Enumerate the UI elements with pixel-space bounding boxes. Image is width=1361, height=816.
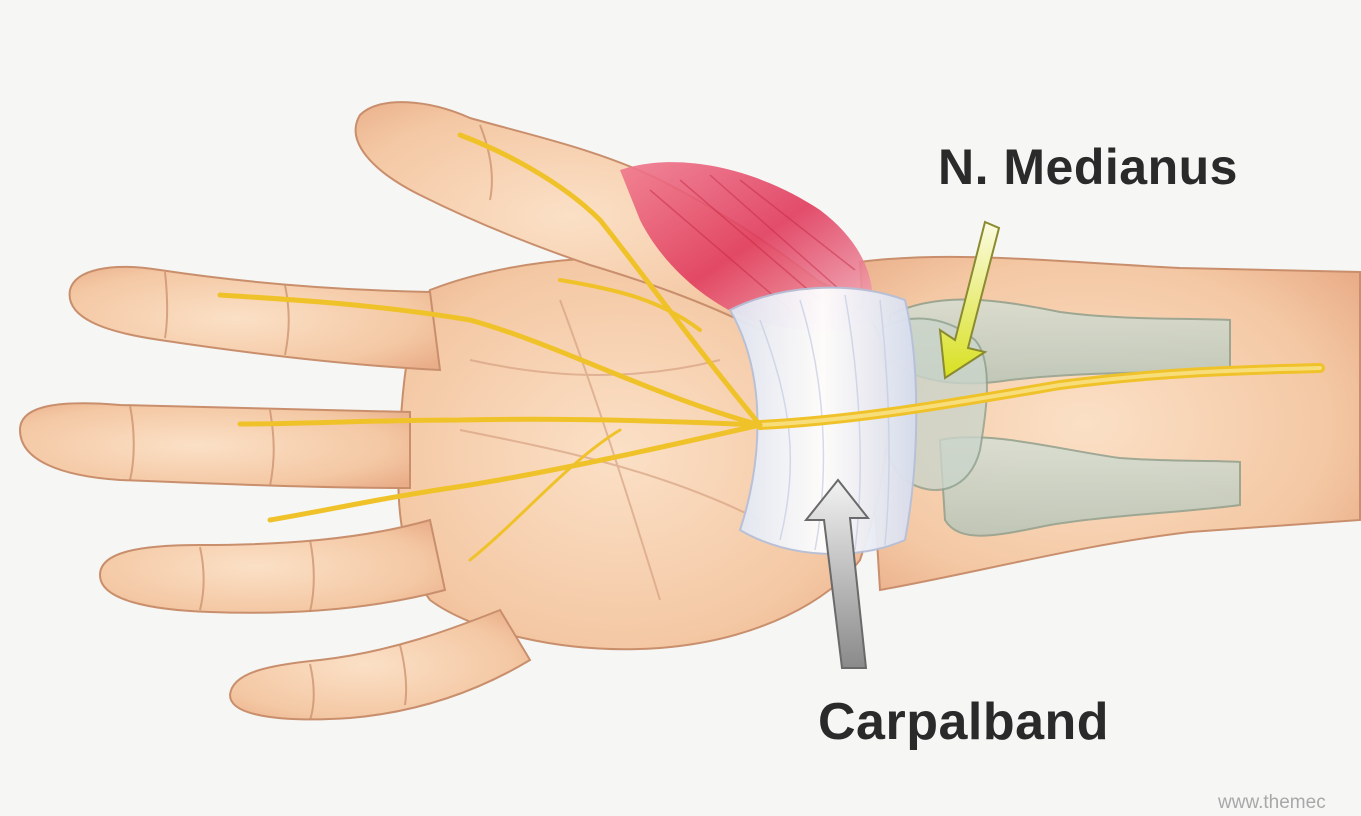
index-finger xyxy=(70,267,440,370)
middle-finger xyxy=(20,403,410,488)
watermark: www.themec xyxy=(1218,792,1326,814)
little-finger xyxy=(230,610,530,719)
ring-finger xyxy=(100,520,445,613)
forearm xyxy=(860,257,1360,590)
median-nerve-label: N. Medianus xyxy=(938,138,1238,196)
carpal-ligament-label: Carpalband xyxy=(818,692,1109,752)
